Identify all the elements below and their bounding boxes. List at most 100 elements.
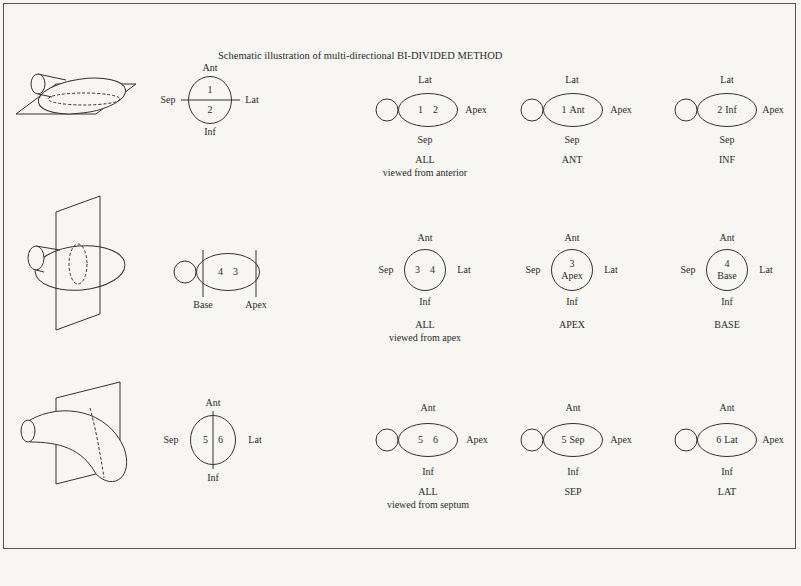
ellipse-outline bbox=[552, 250, 593, 291]
direction-label: Lat bbox=[720, 74, 733, 86]
direction-label: INF bbox=[719, 154, 735, 166]
direction-label: Inf bbox=[721, 296, 733, 308]
direction-label: Lat bbox=[418, 74, 431, 86]
direction-label: Apex bbox=[762, 434, 784, 446]
section-ellipse: 56 bbox=[190, 415, 236, 465]
segment-number: 4 bbox=[218, 266, 223, 278]
direction-label: Lat bbox=[245, 94, 258, 106]
section-ellipse: 1Ant bbox=[543, 93, 603, 127]
ellipse-outline bbox=[188, 76, 232, 124]
atrium-circle bbox=[521, 429, 543, 451]
direction-label: Ant bbox=[720, 232, 735, 244]
direction-label: Inf bbox=[422, 466, 434, 478]
direction-label: Apex bbox=[610, 434, 632, 446]
direction-label: Lat bbox=[248, 434, 261, 446]
ellipse-outline bbox=[404, 249, 446, 291]
direction-label: Lat bbox=[604, 264, 617, 276]
segment-number: 5 bbox=[562, 434, 567, 446]
direction-label: APEX bbox=[559, 319, 585, 331]
diagram-title: Schematic illustration of multi-directio… bbox=[218, 50, 502, 61]
direction-label: SEP bbox=[564, 486, 581, 498]
section-ellipse: 5Sep bbox=[543, 423, 603, 457]
direction-label: Ant bbox=[566, 402, 581, 414]
segment-name: Inf bbox=[725, 104, 737, 116]
direction-label: Sep bbox=[720, 134, 735, 146]
segment-number: 4 bbox=[725, 258, 730, 270]
segment-name: Lat bbox=[724, 434, 737, 446]
atrium-circle bbox=[675, 429, 697, 451]
direction-label: Sep bbox=[565, 134, 580, 146]
ellipse-outline bbox=[707, 250, 748, 291]
segment-number: 5 bbox=[418, 434, 423, 446]
segment-number: 3 bbox=[415, 264, 420, 276]
atrium-circle bbox=[376, 429, 398, 451]
segment-number: 3 bbox=[570, 258, 575, 270]
direction-label: Inf bbox=[419, 296, 431, 308]
ellipse-outline bbox=[191, 416, 236, 465]
section-ellipse: 43 bbox=[196, 253, 260, 291]
ellipse-outline bbox=[698, 94, 757, 127]
ellipse-outline bbox=[398, 423, 458, 457]
atrium-circle bbox=[521, 99, 543, 121]
direction-label: ALL bbox=[418, 486, 437, 498]
heart-sketch-horizontal bbox=[16, 73, 136, 119]
direction-label: Ant bbox=[565, 232, 580, 244]
direction-label: Sep bbox=[379, 264, 394, 276]
direction-label: Sep bbox=[161, 94, 176, 106]
direction-label: Lat bbox=[565, 74, 578, 86]
segment-name: Apex bbox=[561, 270, 583, 282]
segment-number: 2 bbox=[717, 104, 722, 116]
ellipse-outline bbox=[399, 94, 458, 127]
direction-label: Sep bbox=[418, 134, 433, 146]
atrium-circle bbox=[675, 99, 697, 121]
section-ellipse: 6Lat bbox=[697, 423, 757, 457]
direction-label: Ant bbox=[421, 402, 436, 414]
direction-label: Inf bbox=[207, 472, 219, 484]
section-ellipse: 4Base bbox=[706, 249, 748, 291]
ellipse-outline bbox=[544, 424, 603, 457]
direction-label: Lat bbox=[457, 264, 470, 276]
direction-label: BASE bbox=[714, 319, 740, 331]
segment-number: 5 bbox=[203, 434, 208, 446]
direction-label: Inf bbox=[567, 466, 579, 478]
segment-name: 6 bbox=[433, 434, 438, 446]
ellipse-outline bbox=[197, 254, 260, 291]
atrium-circle bbox=[174, 261, 196, 283]
segment-number: 1 bbox=[562, 104, 567, 116]
direction-label: Inf bbox=[204, 126, 216, 138]
ellipse-outline bbox=[196, 253, 260, 291]
direction-label: Apex bbox=[465, 104, 487, 116]
direction-label: Ant bbox=[418, 232, 433, 244]
heart-sketch-short-axis bbox=[28, 196, 127, 330]
section-ellipse: 12 bbox=[188, 76, 232, 124]
direction-label: Base bbox=[193, 299, 212, 311]
direction-label: Apex bbox=[466, 434, 488, 446]
direction-label: Apex bbox=[245, 299, 267, 311]
heart-sketch-long-axis bbox=[21, 382, 127, 484]
segment-name: 3 bbox=[233, 266, 238, 278]
direction-label: Apex bbox=[610, 104, 632, 116]
ellipse-outline bbox=[398, 93, 458, 127]
section-ellipse: 56 bbox=[398, 423, 458, 457]
ellipse-outline bbox=[190, 415, 236, 465]
ellipse-outline bbox=[189, 77, 232, 124]
ellipse-outline bbox=[399, 424, 458, 457]
direction-label: Lat bbox=[759, 264, 772, 276]
segment-name: 6 bbox=[218, 434, 223, 446]
segment-number: 1 bbox=[208, 84, 213, 96]
section-ellipse: 12 bbox=[398, 93, 458, 127]
direction-label: Ant bbox=[203, 62, 218, 74]
ellipse-outline bbox=[544, 94, 603, 127]
frame bbox=[4, 4, 796, 549]
direction-label: ANT bbox=[562, 154, 583, 166]
division-line bbox=[256, 250, 257, 297]
direction-label: Inf bbox=[566, 296, 578, 308]
segment-number: 1 bbox=[418, 104, 423, 116]
view-caption: viewed from anterior bbox=[383, 167, 467, 179]
direction-label: Inf bbox=[721, 466, 733, 478]
direction-label: Ant bbox=[206, 397, 221, 409]
segment-name: 2 bbox=[433, 104, 438, 116]
direction-label: LAT bbox=[718, 486, 736, 498]
section-ellipse: 2Inf bbox=[697, 93, 757, 127]
